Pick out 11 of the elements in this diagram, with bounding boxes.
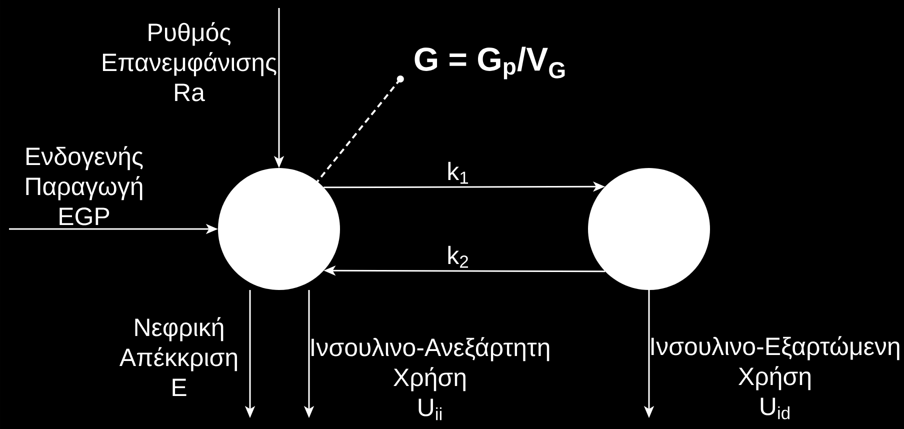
leader-line (316, 76, 404, 182)
edge-label: Ενδογενής Παραγωγή EGP (26, 146, 143, 226)
equation-label: G = G$_{p}$/V$_{G}$ (414, 46, 565, 80)
edge-label: Νεφρική Απέκκριση E (119, 317, 237, 396)
edge-label: Ινσουλινο-Εξαρτώμενη Χρήση U$_{id}$ (651, 336, 900, 420)
edge-label: k$_{1}$ (448, 162, 468, 184)
circle-node (588, 168, 710, 290)
edge-label: Ινσουλινο-Ανεξάρτητη Χρήση U$_{ii}$ (312, 337, 550, 420)
edge-label: Ρυθμός Επανεμφάνισης Ra (102, 22, 276, 102)
circle-node (218, 168, 340, 290)
edge-label: k$_{2}$ (448, 246, 468, 268)
